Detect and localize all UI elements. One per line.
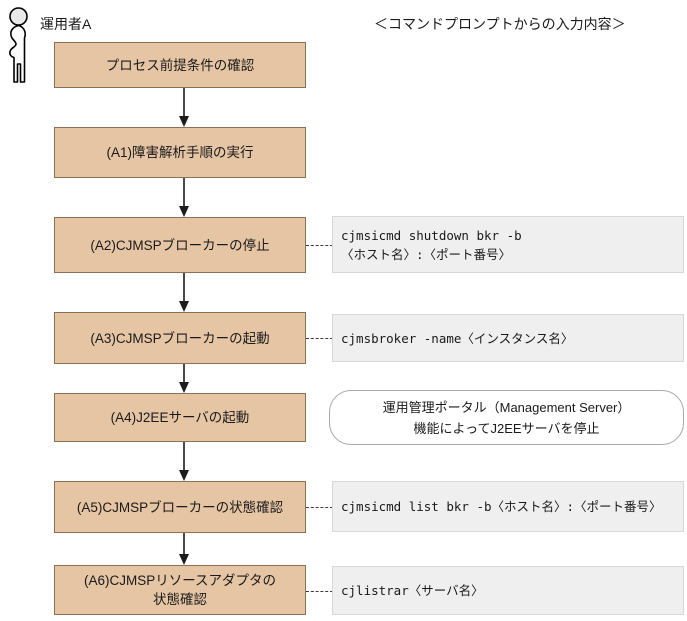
command-text: cjmsicmd list bkr -b〈ホスト名〉:〈ポート番号〉 (341, 499, 662, 514)
process-box-step-a2[interactable]: (A2)CJMSPブローカーの停止 (54, 217, 306, 273)
process-box-step-a6[interactable]: (A6)CJMSPリソースアダプタの 状態確認 (54, 565, 306, 615)
arrow-step-0-to-a1 (179, 88, 190, 127)
process-label: (A5)CJMSPブローカーの状態確認 (76, 499, 284, 515)
process-label: (A4)J2EEサーバの起動 (110, 410, 250, 425)
process-label: (A6)CJMSPリソースアダプタの 状態確認 (83, 573, 277, 607)
note-text: 運用管理ポータル（Management Server） 機能によってJ2EEサー… (382, 399, 631, 436)
process-label: プロセス前提条件の確認 (105, 57, 255, 73)
connector-a3 (306, 338, 333, 339)
operator-label: 運用者A (40, 16, 92, 32)
command-box-a5: cjmsicmd list bkr -b〈ホスト名〉:〈ポート番号〉 (332, 481, 684, 532)
command-text: cjmsicmd shutdown bkr -b 〈ホスト名〉:〈ポート番号〉 (341, 227, 522, 262)
connector-a5 (306, 507, 333, 508)
command-text: cjmsbroker -name〈インスタンス名〉 (341, 330, 574, 346)
arrow-a3-to-a4 (179, 364, 190, 393)
process-label: (A1)障害解析手順の実行 (106, 145, 254, 160)
command-box-a6: cjlistrar〈サーバ名〉 (332, 566, 684, 615)
process-label: (A3)CJMSPブローカーの起動 (90, 330, 270, 346)
connector-a2 (306, 245, 333, 246)
process-box-step-a1[interactable]: (A1)障害解析手順の実行 (54, 127, 306, 178)
command-box-a2: cjmsicmd shutdown bkr -b 〈ホスト名〉:〈ポート番号〉 (332, 216, 684, 273)
process-box-step-0[interactable]: プロセス前提条件の確認 (54, 42, 306, 88)
process-box-step-a5[interactable]: (A5)CJMSPブローカーの状態確認 (54, 481, 306, 533)
connector-a6 (306, 591, 333, 592)
command-text: cjlistrar〈サーバ名〉 (341, 583, 484, 598)
command-box-a3: cjmsbroker -name〈インスタンス名〉 (332, 314, 684, 362)
process-box-step-a3[interactable]: (A3)CJMSPブローカーの起動 (54, 312, 306, 364)
operator-person-icon (9, 7, 28, 83)
prompt-column-header: ＜コマンドプロンプトからの入力内容＞ (374, 16, 626, 32)
arrow-a4-to-a5 (179, 442, 190, 481)
note-box-a4: 運用管理ポータル（Management Server） 機能によってJ2EEサー… (329, 390, 684, 445)
arrow-a1-to-a2 (179, 178, 190, 217)
process-label: (A2)CJMSPブローカーの停止 (90, 237, 270, 253)
arrow-a5-to-a6 (179, 533, 190, 565)
process-box-step-a4[interactable]: (A4)J2EEサーバの起動 (54, 393, 306, 442)
arrow-a2-to-a3 (179, 273, 190, 312)
